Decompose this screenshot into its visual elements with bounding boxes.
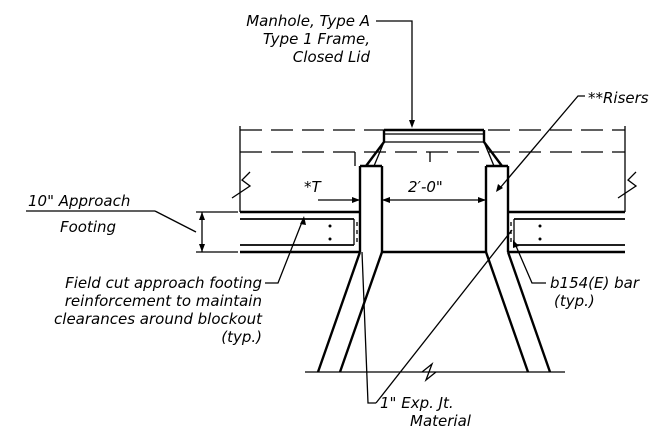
label-t-dim: *T (304, 178, 323, 196)
dimension-approach-thickness (26, 210, 238, 253)
label-approach-line1: 10" Approach (28, 192, 130, 210)
dashed-roadway-lines (239, 126, 626, 212)
label-risers: **Risers (588, 89, 649, 107)
label-field-cut-line4: (typ.) (221, 328, 262, 346)
label-field-cut-line2: reinforcement to maintain (65, 292, 262, 310)
label-field-cut-line3: clearances around blockout (54, 310, 263, 328)
approach-footing-right (508, 210, 625, 254)
label-manhole-line1: Manhole, Type A (246, 12, 370, 30)
label-field-cut-line1: Field cut approach footing (65, 274, 262, 292)
manhole-riser (358, 164, 510, 254)
label-exp-jt-line1: 1" Exp. Jt. (380, 394, 454, 412)
label-width-dim: 2′-0" (408, 178, 443, 196)
break-symbol-right (617, 171, 638, 199)
label-manhole-line3: Closed Lid (293, 48, 371, 66)
leader-lines (265, 20, 585, 404)
label-exp-jt-line2: Material (410, 412, 472, 430)
expansion-joint-hatch (356, 222, 512, 242)
manhole-frame-lid (365, 128, 503, 167)
approach-footing-left (240, 210, 360, 254)
label-manhole-line2: Type 1 Frame, (263, 30, 370, 48)
labels: Manhole, Type A Type 1 Frame, Closed Lid… (28, 12, 649, 430)
break-symbol-left (231, 171, 252, 199)
label-bar-line1: b154(E) bar (550, 274, 640, 292)
label-bar-line2: (typ.) (554, 292, 595, 310)
base-legs (305, 251, 565, 382)
dimension-width (318, 152, 486, 203)
label-approach-line2: Footing (60, 218, 116, 236)
